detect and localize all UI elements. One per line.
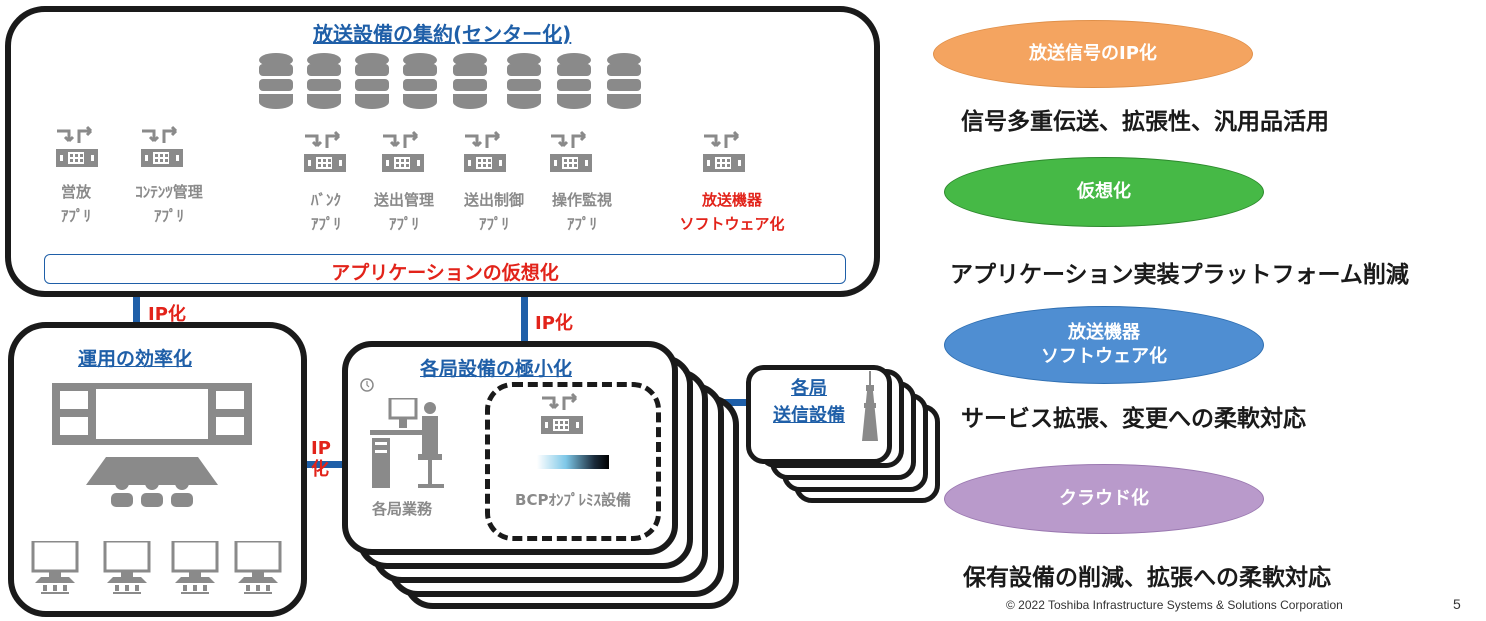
benefit-software-desc: サービス拡張、変更への柔軟対応 (961, 406, 1306, 432)
operations-title: 運用の効率化 (78, 348, 193, 370)
center-title: 放送設備の集約(センター化) (313, 22, 572, 46)
local-title: 各局設備の極小化 (420, 358, 573, 380)
application-server-icon (55, 125, 99, 169)
app-label: 送出制御ｱﾌﾟﾘ (463, 191, 524, 233)
copyright: © 2022 Toshiba Infrastructure Systems & … (1006, 598, 1343, 612)
database-group (259, 53, 641, 109)
bcp-box (485, 382, 661, 541)
benefit-virtualization-badge: 仮想化 (944, 157, 1264, 227)
benefit-virtualization-desc: アプリケーション実装プラットフォーム削減 (950, 262, 1409, 288)
workstation-icon (171, 541, 219, 596)
benefit-cloud-desc: 保有設備の削減、拡張への柔軟対応 (963, 565, 1331, 591)
app-label: ｺﾝﾃﾝﾂ管理ｱﾌﾟﾘ (135, 183, 203, 225)
local-work-label: 各局業務 (371, 500, 432, 518)
benefit-ip-desc: 信号多重伝送、拡張性、汎用品活用 (961, 109, 1329, 135)
server-rack-icon (537, 455, 609, 469)
database-icon (507, 53, 541, 109)
application-server-icon (140, 125, 184, 169)
database-icon (453, 53, 487, 109)
app-label: 送出管理ｱﾌﾟﾘ (373, 191, 434, 233)
database-icon (403, 53, 437, 109)
app-label: 営放ｱﾌﾟﾘ (60, 183, 91, 225)
bcp-label: BCPｵﾝﾌﾟﾚﾐｽ設備 (515, 491, 631, 509)
virtualization-label: アプリケーションの仮想化 (331, 262, 559, 284)
tv-tower-icon (862, 371, 878, 441)
connector-line (306, 461, 348, 468)
database-icon (259, 53, 293, 109)
database-icon (607, 53, 641, 109)
database-icon (307, 53, 341, 109)
ip-label-left: IP化 (148, 304, 186, 325)
app-label: ﾊﾞﾝｸｱﾌﾟﾘ (310, 191, 341, 233)
application-server-icon (381, 130, 425, 174)
clock-icon (360, 378, 374, 392)
app-label-highlight: 放送機器ソフトウェア化 (679, 191, 785, 233)
workstation-icon (31, 541, 79, 596)
app-label: 操作監視ｱﾌﾟﾘ (551, 191, 612, 233)
application-server-icon (463, 130, 507, 174)
benefit-cloud-badge: クラウド化 (944, 464, 1264, 534)
connector-line (133, 297, 140, 325)
application-server-icon (702, 130, 746, 174)
virtualization-bar (44, 254, 846, 284)
benefit-ip-badge: 放送信号のIP化 (933, 20, 1253, 88)
workstation-icon (103, 541, 151, 596)
database-icon (557, 53, 591, 109)
application-server-icon (540, 392, 584, 436)
application-server-icon (549, 130, 593, 174)
database-icon (355, 53, 389, 109)
ip-label-center: IP化 (535, 313, 573, 334)
application-server-icon (303, 130, 347, 174)
benefit-software-badge: 放送機器ソフトウェア化 (944, 306, 1264, 384)
page-number: 5 (1453, 596, 1461, 612)
connector-line (521, 297, 528, 343)
operator-desk-icon (52, 383, 252, 507)
transmitter-title: 各局 送信設備 (773, 378, 845, 426)
workstation-icon (234, 541, 282, 596)
office-worker-icon (370, 398, 444, 488)
transmitter-box (746, 365, 892, 464)
ip-label-vertical: IP 化 (311, 438, 331, 480)
